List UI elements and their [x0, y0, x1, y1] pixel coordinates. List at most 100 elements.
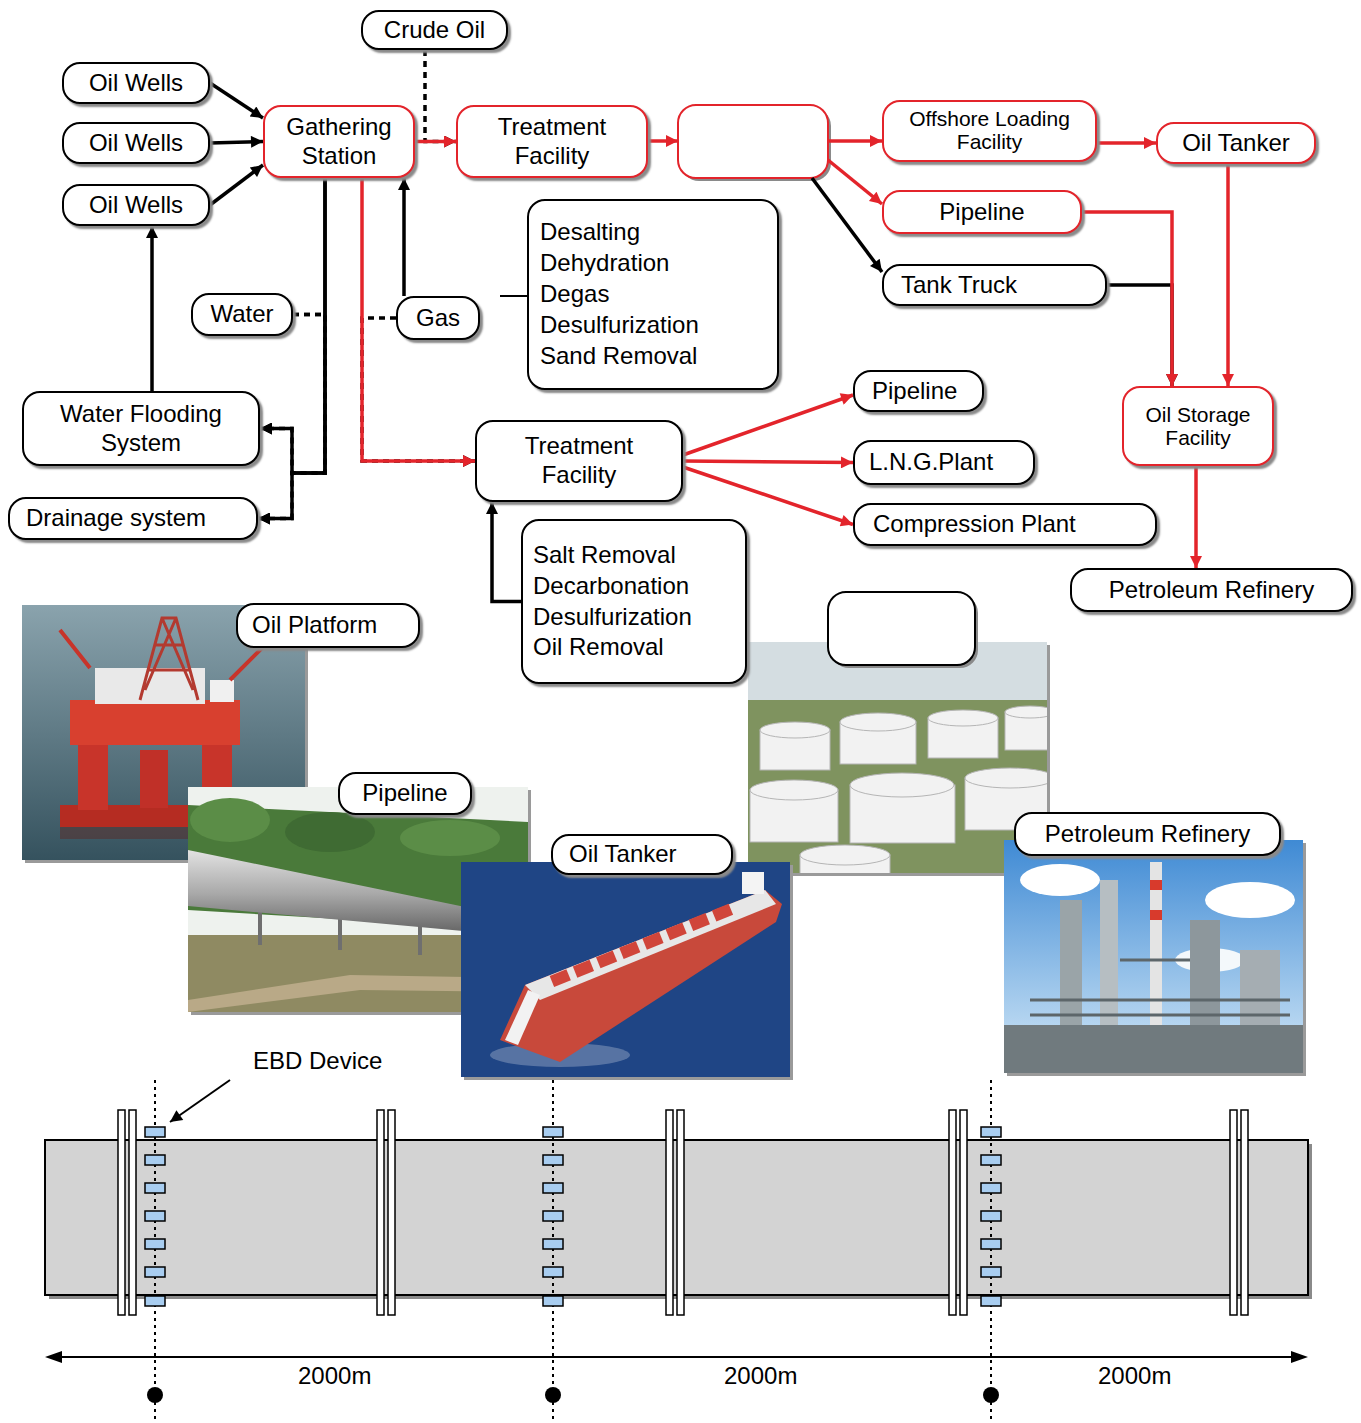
input-box: Crude Oil [361, 10, 508, 50]
oil-platform-picture [210, 680, 234, 702]
oil-tanker-picture [550, 904, 733, 987]
node-text: Drainage system [26, 504, 206, 533]
oil-platform-picture [140, 618, 198, 700]
ebd-device [543, 1127, 563, 1137]
process-box: Treatment Facility [456, 105, 648, 178]
source-box: Oil Wells [62, 184, 210, 226]
process-box: Treatment Facility [475, 420, 683, 502]
destination-box: Petroleum Refinery [1070, 568, 1353, 612]
node-text: Gas [416, 304, 460, 333]
flow-arrow [1107, 285, 1172, 386]
system-box: Drainage system [8, 497, 258, 540]
ebd-device [145, 1267, 165, 1277]
oil-tanker-picture [642, 932, 663, 950]
flow-arrow [646, 139, 678, 143]
oil-tanker-picture [573, 960, 594, 978]
oil-tanker-picture [505, 990, 540, 1045]
dimension-line [60, 1356, 1293, 1358]
refinery-picture [1020, 864, 1100, 896]
node-text: Crude Oil [384, 16, 485, 45]
node-text: Pipeline [872, 377, 957, 406]
ebd-device [543, 1155, 563, 1165]
part-name: EBD Device [253, 1047, 382, 1075]
refinery-picture [1030, 960, 1290, 1015]
oil-tanker-picture [550, 969, 571, 987]
flow-arrow [210, 142, 263, 144]
station-dot [545, 1387, 561, 1403]
oil-tanker-picture [461, 862, 790, 1077]
source-box: Oil Wells [62, 122, 210, 164]
step-list-box: Desalting Dehydration Degas Desulfurizat… [527, 199, 779, 390]
node-text: Oil Tanker [569, 840, 677, 869]
pipe-section-drawing [960, 1110, 967, 1315]
refinery-picture [1004, 1025, 1303, 1073]
oil-tanker-picture [525, 890, 776, 1000]
flow-arrow [683, 461, 853, 463]
oil-tanker-picture [712, 904, 733, 922]
pipe-section-drawing [155, 1080, 991, 1423]
flow-arrow [683, 395, 853, 455]
flow-arrow [210, 83, 263, 118]
ebd-device [981, 1239, 1001, 1249]
storage-tanks-picture [928, 710, 998, 726]
bracket-line [500, 295, 527, 297]
flow-arrow [425, 50, 456, 142]
storage-tanks-picture [828, 592, 975, 665]
oil-platform-picture [78, 740, 108, 810]
pipe-section-drawing [388, 1110, 395, 1315]
node-text: Water [210, 300, 273, 329]
node-text: Salt Removal Decarbonation Desulfurizati… [533, 540, 718, 664]
flow-arrow [492, 502, 521, 602]
node-text: Compression Plant [873, 510, 1076, 539]
blank-flow-box [678, 105, 828, 178]
flow-arrow [402, 178, 406, 296]
node-text: Gathering Station [275, 113, 403, 171]
ebd-device [145, 1183, 165, 1193]
pipe-section-drawing [377, 1110, 384, 1315]
flow-arrow [1226, 164, 1230, 386]
transport-box: Oil Tanker [1156, 122, 1316, 164]
destination-box: Pipeline [853, 370, 984, 412]
refinery-picture [1150, 880, 1162, 890]
picture-label-box: Oil Tanker [551, 834, 733, 875]
node-text: Oil Wells [89, 69, 183, 98]
picture-label-box: Oil Platform [236, 603, 420, 648]
refinery-picture [1150, 910, 1162, 920]
step-list-box: Salt Removal Decarbonation Desulfurizati… [521, 519, 747, 684]
flow-arrow [1097, 141, 1156, 145]
flow-arrow [828, 160, 882, 204]
pipe-section-drawing [1230, 1110, 1237, 1315]
node-text: Oil Wells [89, 129, 183, 158]
pipe-section-drawing [1241, 1110, 1248, 1315]
ebd-device [543, 1296, 563, 1306]
ebd-device [981, 1155, 1001, 1165]
node-text: Treatment Facility [472, 113, 632, 171]
ebd-device [981, 1267, 1001, 1277]
station-dot [147, 1387, 999, 1403]
dimension-label: 2000m [298, 1362, 371, 1390]
storage-tanks-picture [748, 642, 1047, 873]
ebd-device [543, 1239, 563, 1249]
storage-tanks-picture [1005, 706, 1047, 718]
station-dot [147, 1387, 163, 1403]
storage-tanks-picture [850, 773, 954, 797]
node-text: L.N.G.Plant [869, 448, 993, 477]
flow-arrow [1194, 466, 1198, 568]
node-text: Pipeline [939, 198, 1024, 227]
pipe-section-drawing [129, 1110, 136, 1315]
ebd-device [981, 1127, 1001, 1137]
flow-arrow [362, 178, 475, 461]
transport-box: Pipeline [882, 190, 1082, 234]
oil-tanker-picture [742, 872, 764, 894]
oil-tanker-picture [619, 941, 640, 959]
ebd-device [145, 1239, 165, 1249]
node-text: Oil Storage Facility [1134, 403, 1262, 449]
pipe-section-drawing [118, 1110, 1248, 1315]
oil-tanker-picture [461, 862, 793, 1080]
ebd-device [543, 1267, 563, 1277]
storage-tanks-picture [750, 780, 838, 800]
storage-tanks-picture [760, 722, 830, 738]
storage-tanks-picture [748, 642, 1047, 873]
